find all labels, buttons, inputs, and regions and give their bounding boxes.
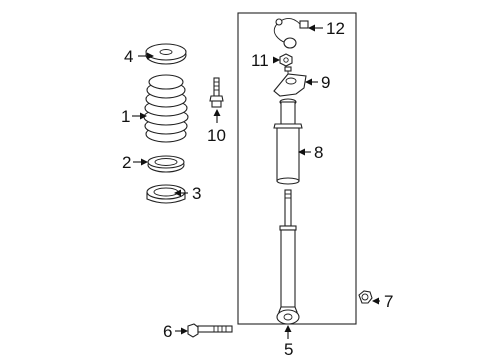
callout-6: 6 [163, 322, 172, 341]
part-6-long-bolt[interactable] [187, 323, 233, 338]
part-10-bolt[interactable] [209, 77, 224, 108]
callout-3: 3 [192, 184, 201, 203]
part-8-dust-boot[interactable] [273, 98, 303, 185]
assembly-group-box [237, 12, 357, 325]
callout-10: 10 [207, 126, 226, 145]
part-11-nut[interactable] [279, 53, 293, 67]
part-12-sensor-harness[interactable] [273, 18, 309, 49]
callout-11: 11 [251, 51, 269, 70]
callout-8: 8 [314, 143, 323, 162]
callout-5: 5 [284, 340, 293, 359]
part-9-upper-mount[interactable] [273, 66, 307, 97]
callout-7: 7 [384, 292, 393, 311]
callout-1: 1 [121, 107, 130, 126]
part-7-flange-nut[interactable] [358, 290, 373, 304]
part-2-lower-insulator[interactable] [147, 155, 185, 173]
callout-9: 9 [321, 73, 330, 92]
callout-2: 2 [122, 153, 131, 172]
part-3-spring-seat[interactable] [146, 184, 186, 204]
part-5-shock-absorber[interactable] [276, 189, 300, 325]
part-4-upper-insulator[interactable] [145, 43, 187, 65]
part-1-coil-spring[interactable] [143, 74, 189, 143]
callout-12: 12 [326, 19, 345, 38]
callout-4: 4 [124, 47, 133, 66]
